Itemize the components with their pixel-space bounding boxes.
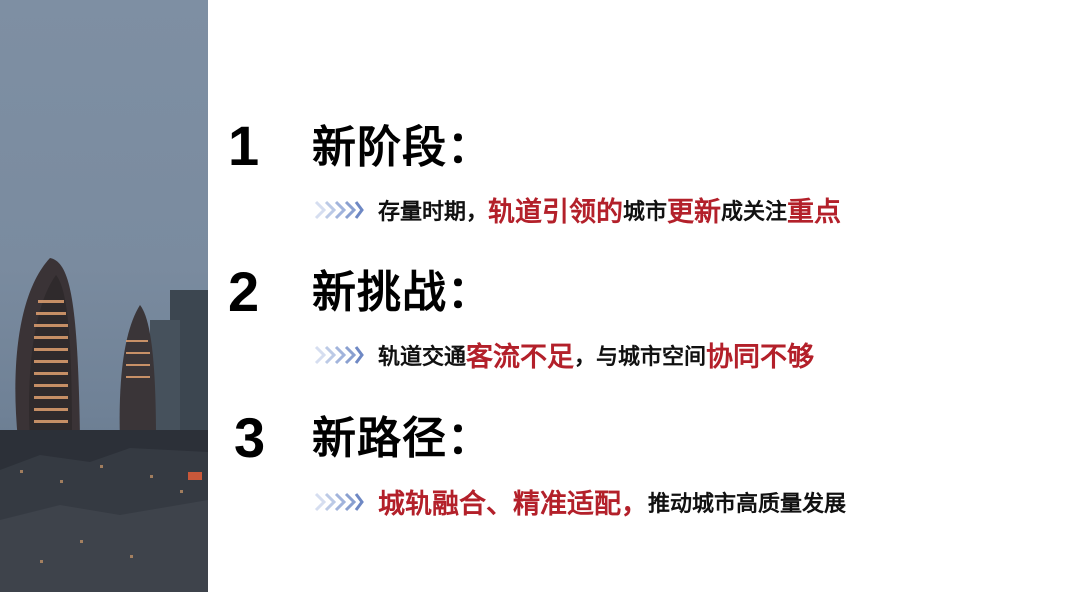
text-segment: ，与城市空间 [574,344,707,370]
section-title: 新挑战： [312,267,492,318]
highlight-segment: 城轨融合、精准适配， [378,489,648,520]
text-segment: 成关注 [721,199,788,225]
city-skyline-image [0,0,208,592]
section-number: 3 [234,406,266,469]
chevron-arrows-icon [314,200,364,219]
chevron-arrows-icon [314,345,364,364]
section-description: 城轨融合、精准适配，推动城市高质量发展 [312,482,846,521]
text-segment: 推动城市高质量发展 [648,491,847,517]
chevron-arrows-icon [314,492,364,511]
text-segment: 城市 [623,199,668,225]
section-number: 1 [228,114,260,177]
text-segment: 轨道交通 [378,344,467,370]
highlight-segment: 更新 [667,197,722,228]
highlight-segment: 轨道引领的 [488,197,624,228]
highlight-segment: 协同不够 [706,342,815,373]
section-description: 存量时期，轨道引领的城市更新成关注重点 [312,190,841,229]
section-number: 2 [228,260,260,323]
highlight-segment: 重点 [787,197,842,228]
section-title: 新阶段： [312,122,492,173]
highlight-segment: 客流不足 [466,342,575,373]
text-segment: 存量时期， [378,199,489,225]
section-description: 轨道交通客流不足，与城市空间协同不够 [312,335,814,374]
section-title: 新路径： [312,413,492,464]
